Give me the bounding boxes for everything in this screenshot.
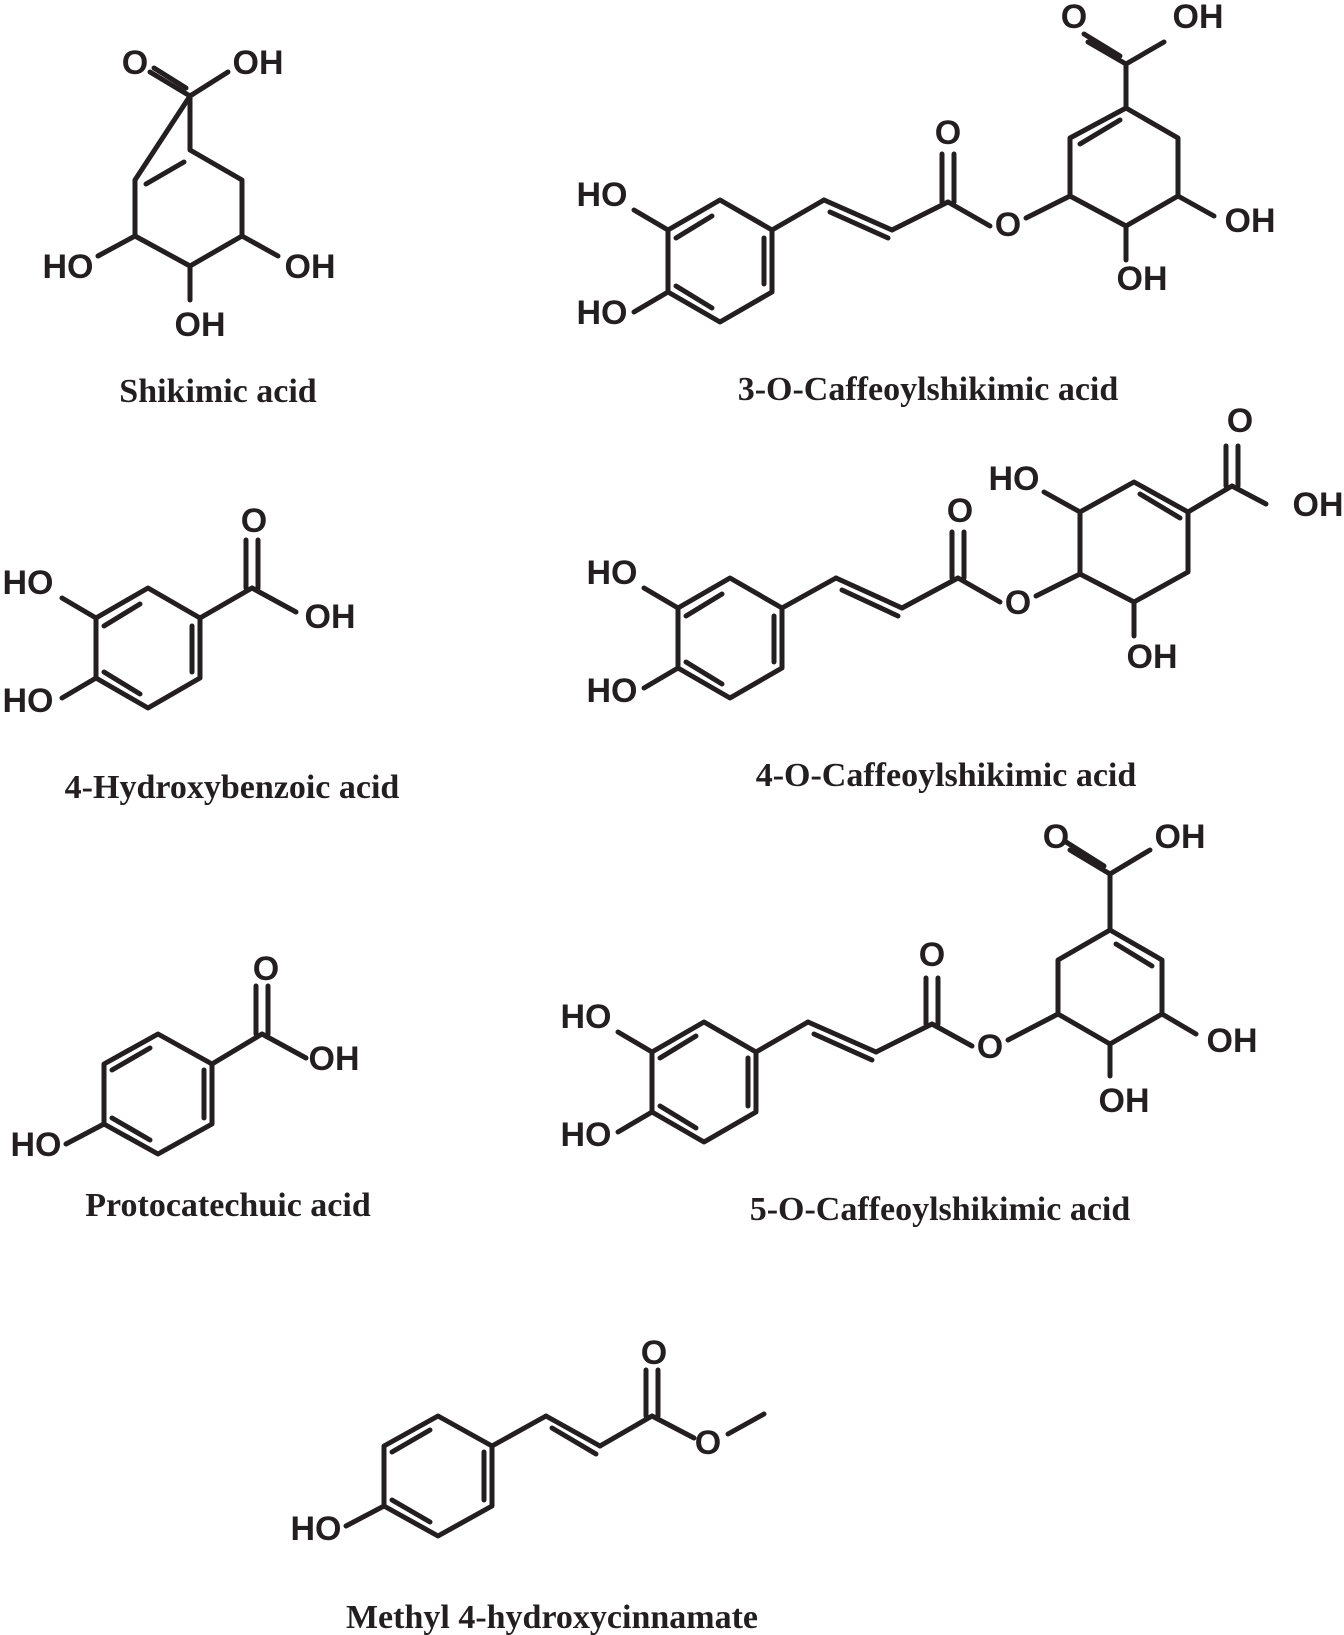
atom-ho: HO <box>587 672 638 710</box>
atom-oh: OH <box>1117 260 1168 298</box>
atom-ho: HO <box>577 176 628 214</box>
atom-o: O <box>995 206 1021 244</box>
structure-methyl-4-hydroxycinnamate: O O HO Methyl 4-hydroxycinnamate <box>291 1334 767 1635</box>
atom-o: O <box>241 502 267 540</box>
atom-o: O <box>1043 818 1069 856</box>
compound-name: 4-Hydroxybenzoic acid <box>65 769 400 806</box>
atom-ho: HO <box>561 1116 612 1154</box>
atom-ho: HO <box>3 682 54 720</box>
atom-oh: OH <box>309 1040 360 1078</box>
atom-oh: OH <box>1173 0 1224 36</box>
atom-ho: HO <box>577 294 628 332</box>
compound-name: Shikimic acid <box>119 373 317 410</box>
atom-o: O <box>641 1334 667 1372</box>
compound-name: Methyl 4-hydroxycinnamate <box>346 1599 758 1635</box>
atom-oh: OH <box>1207 1022 1258 1060</box>
atom-oh: OH <box>233 44 284 82</box>
structure-4-hydroxybenzoic-acid: O OH HO HO 4-Hydroxybenzoic acid <box>3 502 400 806</box>
structure-5-o-caffeoylshikimic-acid: O OH O O HO HO OH OH 5-O-Caffeoylshikimi… <box>561 818 1258 1228</box>
atom-ho: HO <box>587 554 638 592</box>
atom-oh: OH <box>175 306 226 344</box>
atom-o: O <box>695 1424 721 1462</box>
atom-oh: OH <box>1099 1082 1150 1120</box>
compound-name: Protocatechuic acid <box>85 1187 371 1224</box>
atom-o: O <box>977 1028 1003 1066</box>
atom-oh: OH <box>1225 202 1276 240</box>
atom-ho: HO <box>3 564 54 602</box>
atom-ho: HO <box>11 1126 62 1164</box>
atom-o: O <box>253 950 279 988</box>
atom-o: O <box>947 492 973 530</box>
atom-oh: OH <box>1293 486 1344 524</box>
atom-oh: OH <box>1127 638 1178 676</box>
structure-shikimic-acid: O OH HO OH OH Shikimic acid <box>43 44 336 410</box>
atom-o: O <box>1061 0 1087 36</box>
structure-protocatechuic-acid: O OH HO Protocatechuic acid <box>11 950 371 1224</box>
atom-o: O <box>935 114 961 152</box>
compound-name: 5-O-Caffeoylshikimic acid <box>750 1191 1131 1228</box>
atom-o: O <box>1227 402 1253 440</box>
atom-ho: HO <box>989 460 1040 498</box>
atom-o: O <box>919 936 945 974</box>
atom-ho: HO <box>43 248 94 286</box>
atom-ho: HO <box>291 1510 342 1548</box>
structure-4-o-caffeoylshikimic-acid: O OH HO O O HO HO OH 4-O-Caffeoylshikimi… <box>587 402 1344 794</box>
atom-oh: OH <box>305 598 356 636</box>
atom-oh: OH <box>1155 818 1206 856</box>
atom-o: O <box>1005 584 1031 622</box>
atom-oh: OH <box>285 248 336 286</box>
structure-3-o-caffeoylshikimic-acid: O OH O O HO HO OH OH 3-O-Caffeoylshikimi… <box>577 0 1276 408</box>
compound-name: 3-O-Caffeoylshikimic acid <box>738 371 1119 408</box>
atom-ho: HO <box>561 998 612 1036</box>
atom-o: O <box>122 44 148 82</box>
compound-name: 4-O-Caffeoylshikimic acid <box>756 757 1137 794</box>
